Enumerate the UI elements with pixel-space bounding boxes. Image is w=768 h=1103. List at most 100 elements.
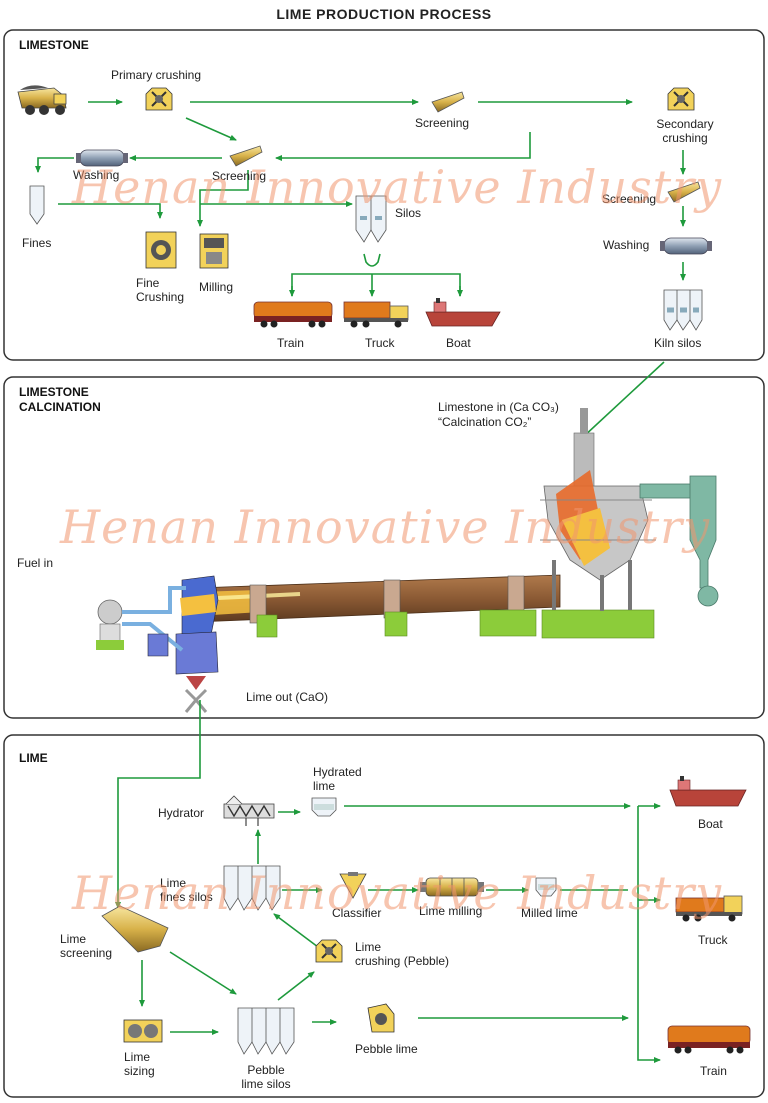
milled-lime-bin-icon	[535, 877, 557, 897]
rotary-kiln	[195, 574, 561, 624]
label-limestone-in: Limestone in (Ca CO₃)	[438, 400, 559, 414]
truck-1-icon	[343, 301, 409, 328]
secondary-crusher-icon	[667, 87, 695, 111]
label-classifier: Classifier	[332, 906, 382, 920]
train-2-icon	[667, 1025, 751, 1054]
lime-sizing-icon	[123, 1019, 163, 1043]
label-lime-sizing-line2: sizing	[124, 1064, 155, 1078]
primary-crusher-icon	[145, 87, 173, 111]
label-fine-crushing-line1: Fine	[136, 276, 160, 290]
label-train-2: Train	[700, 1064, 727, 1078]
pebble-lime-silos-icon	[237, 1007, 295, 1055]
label-lime-crushing: Lime crushing (Pebble)	[355, 940, 449, 968]
label-hydrator: Hydrator	[158, 806, 205, 820]
label-hydrated-lime: Hydrated lime	[313, 765, 362, 793]
label-lime-crushing-line1: Lime	[355, 940, 382, 954]
label-boat-2: Boat	[698, 817, 723, 831]
label-fine-crushing-line2: Crushing	[136, 290, 185, 304]
watermark-middle: Henan Innovative Industry	[60, 500, 711, 554]
label-pebble-lime: Pebble lime	[355, 1042, 418, 1056]
label-calcination-co2: “Calcination CO₂”	[438, 415, 532, 429]
label-fine-crushing: Fine Crushing	[136, 276, 184, 304]
lime-out-line	[115, 700, 201, 909]
kiln-support-bases	[256, 609, 655, 639]
label-truck-1: Truck	[365, 336, 395, 350]
preheater-tower	[540, 408, 656, 611]
label-pebble-lime-silos-line2: lime silos	[241, 1077, 291, 1091]
label-washing-2: Washing	[603, 238, 650, 252]
label-milling: Milling	[199, 280, 234, 294]
watermark-bottom: Henan Innovative Industry	[72, 866, 723, 920]
label-truck-2: Truck	[698, 933, 728, 947]
cyclone-duct	[639, 475, 719, 607]
boat-2-icon	[669, 776, 747, 807]
label-lime-milling: Lime milling	[419, 904, 483, 918]
label-washing-1: Washing	[73, 168, 120, 182]
section-title-calcination-line2: CALCINATION	[19, 400, 101, 414]
label-fines: Fines	[22, 236, 52, 250]
fines-bin-icon	[29, 185, 45, 225]
label-secondary-crushing-line1: Secondary	[656, 117, 714, 131]
section-title-calcination: LIMESTONE CALCINATION	[19, 385, 101, 415]
fuel-burner-icon	[96, 586, 186, 657]
label-lime-screening-line1: Lime	[60, 932, 87, 946]
label-train-1: Train	[277, 336, 304, 350]
hydrated-lime-bin-icon	[311, 797, 337, 817]
label-lime-screening: Lime screening	[60, 932, 112, 960]
fine-crusher-icon	[145, 231, 177, 269]
haul-truck-icon	[17, 85, 67, 115]
label-lime-crushing-line2: crushing (Pebble)	[355, 954, 450, 968]
washing-drum-1-icon	[76, 149, 128, 167]
label-boat-1: Boat	[446, 336, 471, 350]
label-primary-crushing: Primary crushing	[111, 68, 202, 82]
lime-crusher-icon	[315, 939, 343, 963]
label-lime-fines-silos-line2: fines silos	[160, 890, 213, 904]
truck-2-icon	[675, 895, 743, 922]
section-title-lime: LIME	[19, 751, 48, 765]
label-pebble-lime-silos-line1: Pebble	[247, 1063, 285, 1077]
section-title-limestone: LIMESTONE	[19, 38, 89, 52]
label-secondary-crushing: Secondary crushing	[640, 117, 730, 145]
label-lime-screening-line2: screening	[60, 946, 113, 960]
label-hydrated-lime-line1: Hydrated	[313, 765, 362, 779]
silos-icon	[355, 195, 387, 243]
train-1-icon	[253, 301, 333, 328]
limestone-flow-lines	[35, 99, 686, 439]
calcination-frame	[3, 376, 765, 719]
kiln-silos-icon	[663, 289, 703, 331]
section-title-calcination-line1: LIMESTONE	[19, 385, 89, 399]
label-secondary-crushing-line2: crushing	[662, 131, 708, 145]
label-lime-fines-silos: Lime fines silos	[160, 876, 213, 904]
label-milled-lime: Milled lime	[521, 906, 578, 920]
classifier-icon	[339, 872, 367, 899]
lime-flow-lines	[139, 803, 661, 1063]
lime-fines-silos-icon	[223, 865, 281, 911]
label-kiln-silos: Kiln silos	[654, 336, 702, 350]
kiln-burner-hood	[175, 575, 219, 713]
label-screening-1: Screening	[415, 116, 470, 130]
screening-3-icon	[667, 181, 701, 203]
limestone-frame	[3, 29, 765, 361]
mill-icon	[199, 233, 229, 269]
label-lime-sizing-line1: Lime	[124, 1050, 151, 1064]
lime-screening-icon	[101, 905, 169, 953]
label-fuel-in: Fuel in	[17, 556, 54, 570]
screening-2-icon	[229, 145, 263, 167]
lime-mill-icon	[420, 877, 484, 897]
silo-outlet-icon	[363, 253, 381, 267]
screening-1-icon	[431, 91, 465, 113]
pebble-lime-icon	[367, 1003, 395, 1033]
boat-1-icon	[425, 298, 501, 327]
label-screening-3: Screening	[602, 192, 657, 206]
label-lime-out: Lime out (CaO)	[246, 690, 329, 704]
diagram-title: LIME PRODUCTION PROCESS	[276, 6, 492, 22]
label-screening-2: Screening	[212, 169, 267, 183]
label-silos: Silos	[395, 206, 422, 220]
label-pebble-lime-silos: Pebble lime silos	[226, 1063, 306, 1091]
watermark-top: Henan Innovative Industry	[72, 160, 723, 214]
lime-frame	[3, 734, 765, 1098]
label-lime-fines-silos-line1: Lime	[160, 876, 187, 890]
label-hydrated-lime-line2: lime	[313, 779, 336, 793]
